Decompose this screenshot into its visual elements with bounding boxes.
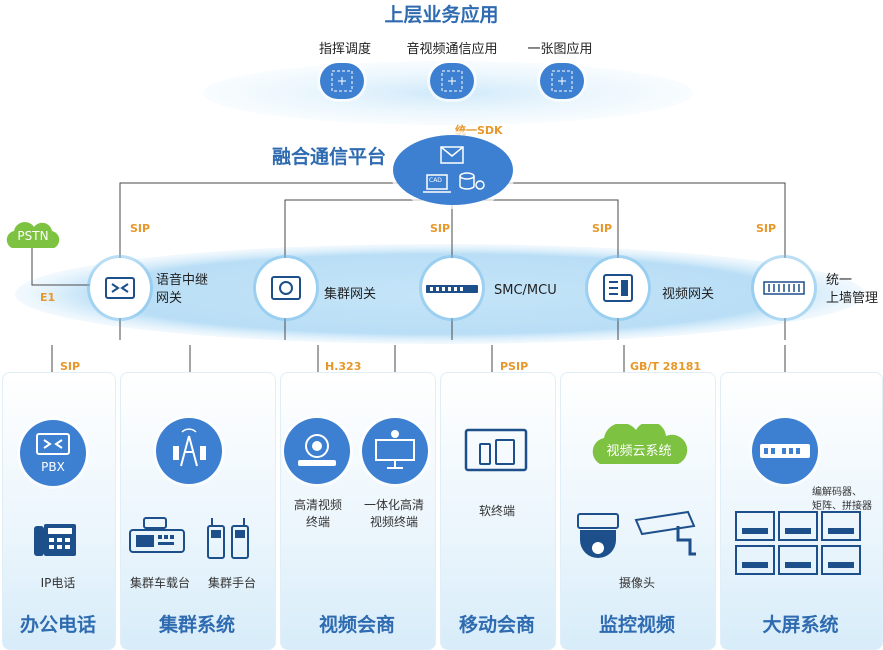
voice-trunk-gateway-icon	[90, 258, 150, 318]
cad-label: CAD	[429, 177, 442, 184]
vehicle-radio-icon	[126, 516, 188, 556]
video-gateway-icon	[588, 258, 648, 318]
panel-mobile-conference	[440, 372, 556, 650]
system-title-surveillance: 监控视频	[598, 614, 675, 636]
cluster-gateway-icon	[256, 258, 316, 318]
wall-management-icon	[754, 258, 814, 318]
handheld-radio-label: 集群手台	[207, 576, 256, 590]
platform-title: 融合通信平台	[272, 146, 387, 168]
gbt-label: GB/T 28181	[630, 360, 702, 373]
av-app-icon	[430, 63, 474, 99]
hd-video-terminal-icon	[284, 418, 350, 484]
panel-video-conference	[280, 372, 436, 650]
radio-tower-icon	[156, 418, 222, 484]
pstn-cloud: PSTN	[2, 222, 64, 252]
system-title-mobile: 移动会商	[458, 614, 535, 636]
dispatch-app-icon	[320, 63, 364, 99]
gateway-label-cluster: 集群网关	[324, 287, 377, 302]
sdk-label: 统一SDK	[455, 124, 503, 137]
h323-label: H.323	[325, 360, 362, 373]
hd-video-terminal-label: 高清视频 终端	[293, 498, 342, 529]
gateway-label-wall: 统一 上墙管理	[826, 273, 879, 306]
e1-label: E1	[40, 291, 56, 304]
map-app-icon	[540, 63, 584, 99]
panel-surveillance	[560, 372, 716, 650]
video-cloud-icon: 视频云系统	[584, 421, 694, 468]
app-label-map: 一张图应用	[527, 42, 593, 57]
sip-label-4: SIP	[756, 222, 777, 235]
soft-terminal-label: 软终端	[478, 504, 515, 518]
handheld-radio-icon	[204, 516, 252, 562]
pbx-icon: PBX	[20, 420, 86, 486]
sip-label-2: SIP	[430, 222, 451, 235]
top-layer-title: 上层业务应用	[384, 4, 499, 26]
integrated-video-terminal-icon	[362, 418, 428, 484]
camera-icon	[574, 508, 714, 570]
psip-label: PSIP	[500, 360, 529, 373]
video-cloud-label: 视频云系统	[606, 444, 672, 459]
sip-label-pbx: SIP	[60, 360, 81, 373]
codec-matrix-icon	[752, 418, 818, 484]
system-title-big-screen: 大屏系统	[762, 614, 839, 636]
platform-server-icon: CAD	[393, 135, 513, 205]
sip-label-1: SIP	[130, 222, 151, 235]
panel-office-phone	[2, 372, 116, 650]
app-label-dispatch: 指挥调度	[318, 42, 371, 57]
video-wall-icon	[734, 510, 862, 578]
pstn-label: PSTN	[17, 229, 49, 243]
ip-phone-label: IP电话	[40, 576, 76, 590]
vehicle-radio-label: 集群车载台	[129, 576, 190, 590]
ip-phone-icon	[30, 520, 80, 560]
smc-mcu-icon	[422, 258, 482, 318]
gateway-label-voice: 语音中继 网关	[156, 273, 209, 306]
pbx-label: PBX	[41, 460, 65, 474]
integrated-video-terminal-label: 一体化高清 视频终端	[363, 498, 424, 529]
panel-cluster-system	[120, 372, 276, 650]
codec-matrix-label: 编解码器、 矩阵、拼接器	[812, 487, 872, 512]
system-title-office: 办公电话	[19, 614, 96, 636]
system-title-cluster: 集群系统	[158, 614, 235, 636]
gateway-label-video: 视频网关	[662, 287, 715, 302]
soft-terminal-icon	[462, 426, 530, 476]
gateway-label-smc: SMC/MCU	[494, 283, 557, 298]
system-title-video: 视频会商	[318, 614, 395, 636]
sip-label-3: SIP	[592, 222, 613, 235]
camera-label: 摄像头	[618, 576, 655, 590]
app-label-av: 音视频通信应用	[406, 42, 498, 57]
